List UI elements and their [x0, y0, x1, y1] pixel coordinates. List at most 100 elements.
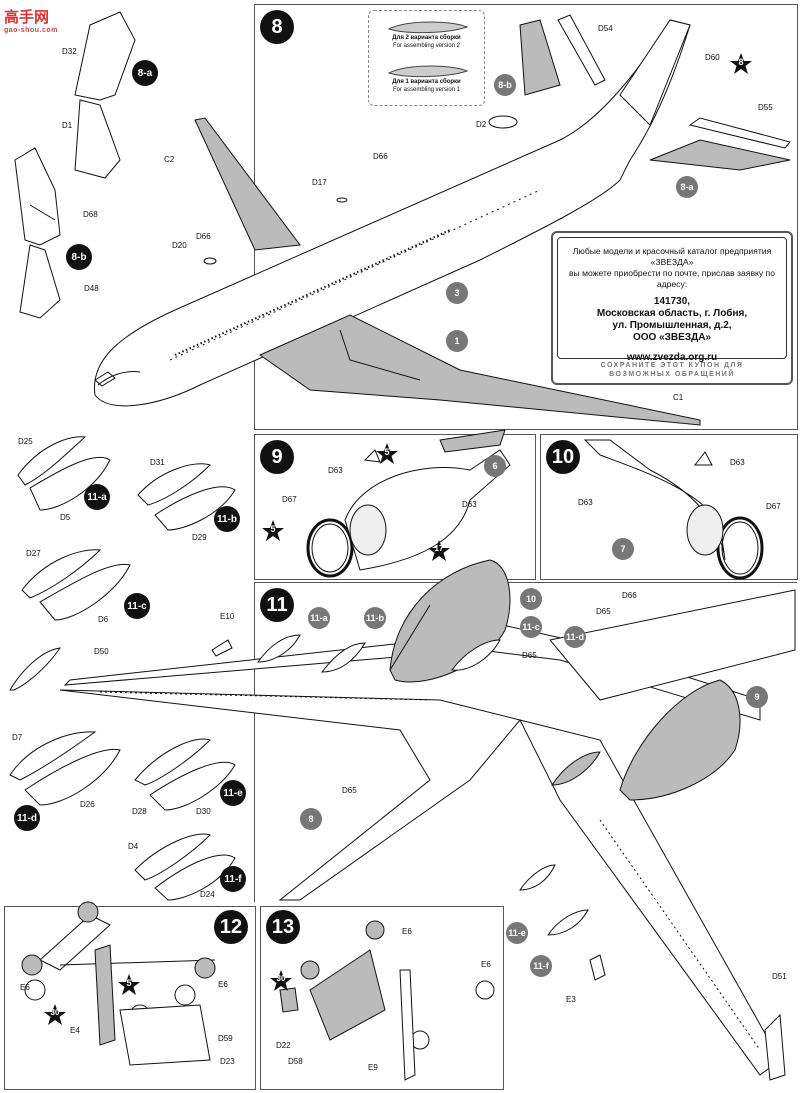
- callout-11-a: 11-a: [84, 484, 110, 510]
- label-d6: D6: [98, 615, 109, 624]
- glue-star-8: 8: [730, 53, 752, 75]
- step-12-frame: [4, 906, 256, 1090]
- coupon-inner: Любые модели и красочный каталог предпри…: [557, 237, 787, 363]
- star-label-5-gear: 5: [126, 978, 132, 988]
- label-d66-tail: D66: [196, 232, 211, 241]
- coupon-zip: 141730,: [653, 296, 691, 307]
- star-label-5-ring: 5: [270, 524, 276, 534]
- label-d63-a: D63: [328, 466, 343, 475]
- part-7: 7: [612, 538, 634, 560]
- callout-8-a-right: 8-a: [676, 176, 698, 198]
- glue-star-5-ring: 5: [262, 520, 284, 542]
- mail-order-coupon: Любые модели и красочный каталог предпри…: [551, 231, 793, 385]
- site-logo-main: 高手网: [4, 9, 50, 26]
- label-d63-d: D63: [578, 498, 593, 507]
- coupon-region: Московская область, г. Лобня,: [596, 308, 748, 319]
- star-label-30-step12: 30: [50, 1008, 60, 1017]
- callout-11-c: 11-c: [124, 593, 150, 619]
- part-1: 1: [446, 330, 468, 352]
- label-d60: D60: [705, 53, 720, 62]
- star-label-30-step13: 30: [276, 974, 286, 983]
- label-d67-a: D67: [282, 495, 297, 504]
- step-13-badge: 13: [266, 910, 300, 944]
- label-d51: D51: [772, 972, 787, 981]
- label-d20: D20: [172, 241, 187, 250]
- step-11-frame: [254, 582, 797, 902]
- label-d66-top: D66: [373, 152, 388, 161]
- step-11-badge: 11: [260, 588, 294, 622]
- label-d65-c: D65: [342, 786, 357, 795]
- label-e3: E3: [566, 995, 576, 1004]
- label-d25: D25: [18, 437, 33, 446]
- label-e6-12a: E6: [20, 983, 30, 992]
- coupon-street: ул. Промышленная, д.2,: [612, 320, 732, 331]
- step-13-frame: [260, 906, 504, 1090]
- glue-star-30-step13: 30: [270, 970, 292, 992]
- label-d50: D50: [94, 647, 109, 656]
- label-e6-12b: E6: [218, 980, 228, 989]
- label-d65-b: D65: [522, 651, 537, 660]
- site-logo: 高手网 gao-shou.com: [4, 6, 58, 34]
- label-d31: D31: [150, 458, 165, 467]
- star-icon: [270, 970, 292, 991]
- coupon-line-2: вы можете приобрести по почте, прислав з…: [568, 268, 775, 289]
- callout-11-c-wing: 11-c: [520, 616, 542, 638]
- label-d5: D5: [60, 513, 71, 522]
- part-8: 8: [300, 808, 322, 830]
- label-d17: D17: [312, 178, 327, 187]
- label-d66-wing: D66: [622, 591, 637, 600]
- glue-star-5-top: 5: [376, 443, 398, 465]
- step-10-badge: 10: [546, 440, 580, 474]
- glue-star-17: 17: [428, 540, 450, 562]
- callout-11-d-wing: 11-d: [564, 626, 586, 648]
- part-10: 10: [520, 588, 542, 610]
- label-e9: E9: [368, 1063, 378, 1072]
- step-8-badge: 8: [260, 10, 294, 44]
- label-d67-b: D67: [766, 502, 781, 511]
- label-d48: D48: [84, 284, 99, 293]
- site-logo-sub: gao-shou.com: [4, 27, 58, 34]
- label-d58: D58: [288, 1057, 303, 1066]
- label-d28: D28: [132, 807, 147, 816]
- label-d24: D24: [200, 890, 215, 899]
- label-d65-a: D65: [596, 607, 611, 616]
- star-icon: [376, 443, 398, 464]
- callout-11-f-wing: 11-f: [530, 955, 552, 977]
- label-e4: E4: [70, 1026, 80, 1035]
- star-label-8: 8: [738, 57, 744, 67]
- label-d68: D68: [83, 210, 98, 219]
- coupon-org: ООО «ЗВЕЗДА»: [632, 332, 711, 343]
- label-d2: D2: [476, 120, 487, 129]
- label-d29: D29: [192, 533, 207, 542]
- callout-8-b-right: 8-b: [494, 74, 516, 96]
- callout-8-a-left: 8-a: [132, 60, 158, 86]
- label-d55: D55: [758, 103, 773, 112]
- label-c1: C1: [673, 393, 684, 402]
- coupon-foot-2: ВОЗМОЖНЫХ ОБРАЩЕНИЙ: [609, 371, 735, 378]
- label-d23: D23: [220, 1057, 235, 1066]
- star-icon: [730, 53, 752, 74]
- version-2-en: For assembling version 2: [392, 43, 461, 49]
- part-3: 3: [446, 282, 468, 304]
- version-note: Для 2 варианта сборки For assembling ver…: [368, 10, 485, 106]
- part-6: 6: [484, 455, 506, 477]
- version-2-ru: Для 2 варианта сборки: [392, 35, 461, 41]
- step-9-frame: [254, 434, 536, 580]
- callout-11-d: 11-d: [14, 805, 40, 831]
- label-d59: D59: [218, 1034, 233, 1043]
- callout-8-b-left: 8-b: [66, 244, 92, 270]
- star-icon: [262, 520, 284, 541]
- coupon-web: www.zvezda.org.ru: [626, 352, 718, 363]
- label-d32: D32: [62, 47, 77, 56]
- part-9: 9: [746, 686, 768, 708]
- step-10-frame: [540, 434, 798, 580]
- glue-star-5-gear: 5: [118, 974, 140, 996]
- star-label-5-top: 5: [384, 447, 390, 457]
- callout-11-f: 11-f: [220, 866, 246, 892]
- label-d1: D1: [62, 121, 73, 130]
- callout-11-a-wing: 11-a: [308, 607, 330, 629]
- star-label-17: 17: [434, 544, 444, 553]
- version-1-en: For assembling version 1: [392, 87, 461, 93]
- glue-star-30-step12: 30: [44, 1004, 66, 1026]
